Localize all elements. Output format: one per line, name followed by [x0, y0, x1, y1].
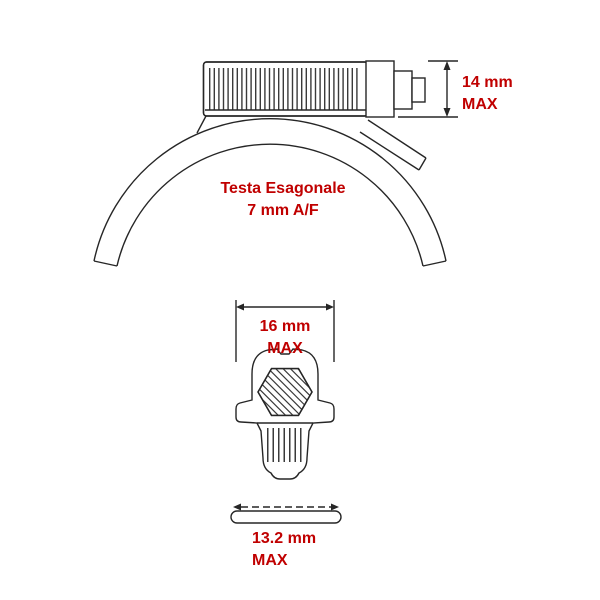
- hex-head-label: Testa Esagonale 7 mm A/F: [188, 178, 378, 222]
- worm-screw-head: [365, 60, 426, 118]
- hex-head-label-line2: 7 mm A/F: [247, 202, 319, 219]
- worm-housing: [202, 61, 369, 117]
- band-tail: [359, 119, 427, 171]
- hex-head: [257, 367, 313, 417]
- dimension-14mm: [398, 60, 458, 118]
- height-dimension-line2: MAX: [462, 96, 498, 113]
- band-dimension-label: 13.2 mm MAX: [252, 528, 316, 572]
- dimension-16mm: [235, 300, 335, 362]
- clamp-front-view: [230, 300, 342, 524]
- width-dimension-label: 16 mm MAX: [235, 316, 335, 360]
- band-bend-left: [196, 115, 207, 134]
- screw-thread: [257, 422, 313, 462]
- width-dimension-line2: MAX: [267, 340, 303, 357]
- band-strip: [230, 503, 342, 524]
- clamp-side-view: [93, 60, 458, 267]
- clamp-band-arc: [93, 118, 447, 267]
- band-dimension-line2: MAX: [252, 552, 288, 569]
- height-dimension-label: 14 mm MAX: [462, 72, 513, 116]
- width-dimension-line1: 16 mm: [259, 318, 311, 335]
- band-dimension-line1: 13.2 mm: [252, 530, 317, 547]
- hex-head-label-line1: Testa Esagonale: [220, 180, 346, 197]
- height-dimension-line1: 14 mm: [462, 74, 513, 91]
